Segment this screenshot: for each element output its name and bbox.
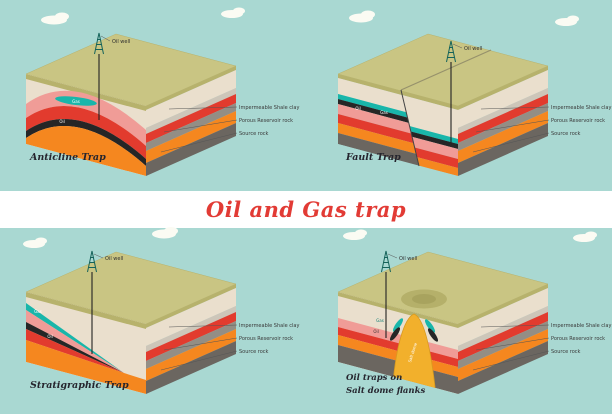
cloud-icon [349,10,579,26]
salt-dome-body [391,313,437,394]
source-layer-label: Source rock [239,349,269,355]
oil-label: Oil [355,106,360,111]
oil-well-label: Oil well [112,39,130,45]
oil-derrick-icon [381,250,391,273]
layer-leaders: Impermeable Shale clay Porous Reservoir … [160,105,299,153]
oil-derrick-icon [94,32,104,55]
panel-anticline-trap: Gas Oil Oil well Impermeable Shale clay … [4,2,304,192]
layer-leaders: Impermeable Shale clay Porous Reservoir … [160,323,299,371]
oil-well-label: Oil well [464,46,482,52]
oil-label: Oil [373,329,378,334]
panel-fault-trap: Gas Oil Oil well Impermeable Shale clay … [316,2,612,192]
gas-pinchout [26,303,124,373]
panel-salt-dome-trap: Salt dome Gas Oil Oil well Impermeable S… [316,220,612,410]
salt-dome-label: Salt dome [407,342,418,363]
title-band: Oil and Gas trap [0,191,612,228]
source-layer-label: Source rock [551,131,581,137]
panel-caption-line2: Salt dome flanks [346,386,425,396]
source-layer-label: Source rock [551,349,581,355]
gas-flank-pocket [392,318,404,332]
block-cross-section-face [338,292,458,394]
oil-derrick-icon [87,250,97,273]
gas-label: Gas [380,110,388,115]
oil-label: Oil [47,334,52,339]
layer-leaders: Impermeable Shale clay Porous Reservoir … [472,323,611,371]
fault-plane-line [400,89,420,167]
layer-leaders: Impermeable Shale clay Porous Reservoir … [472,105,611,153]
fault-diagram: Gas Oil Oil well Impermeable Shale clay … [337,10,611,176]
fault-trace-line [400,49,492,91]
oil-well-label: Oil well [105,256,123,262]
source-layer-label: Source rock [239,131,269,137]
anticline-diagram: Gas Oil Oil well Impermeable Shale clay … [25,7,299,176]
shale-layer-label: Impermeable Shale clay [239,323,299,329]
cloud-icon [41,7,245,25]
gas-pocket [55,96,97,106]
shale-layer-label: Impermeable Shale clay [239,105,299,111]
panel-caption: Fault Trap [345,152,401,163]
oil-label: Oil [59,119,64,124]
gas-label: Gas [376,318,384,323]
gas-label: Gas [34,309,42,314]
page-title: Oil and Gas trap [205,197,407,222]
shale-layer-label: Impermeable Shale clay [551,105,611,111]
panel-caption: Anticline Trap [29,152,106,163]
well-leader-line [100,35,111,42]
stratigraphic-diagram: Gas Oil Oil well Impermeable Shale clay … [23,227,299,394]
oil-well-label: Oil well [399,256,417,262]
fault-upthrown-block [338,74,419,166]
reservoir-layer-label: Porous Reservoir rock [239,118,293,124]
well-leader-line [387,253,398,259]
salt-dome-surface-mound [401,289,447,309]
salt-dome-diagram: Salt dome Gas Oil Oil well Impermeable S… [337,229,611,396]
gas-label: Gas [72,99,80,104]
reservoir-layer-label: Porous Reservoir rock [551,336,605,342]
oil-derrick-icon [446,40,456,63]
shale-layer-label: Impermeable Shale clay [551,323,611,329]
oil-flank-pocket [389,327,401,341]
reservoir-layer-label: Porous Reservoir rock [551,118,605,124]
well-leader-line [93,253,104,259]
panel-caption-line1: Oil traps on [346,373,402,383]
reservoir-layer-label: Porous Reservoir rock [239,336,293,342]
cloud-icon [23,227,178,248]
panel-caption: Stratigraphic Trap [30,380,129,391]
cloud-icon [343,229,597,242]
well-leader-line [452,43,463,49]
fault-downthrown-block [401,90,458,176]
panel-stratigraphic-trap: Gas Oil Oil well Impermeable Shale clay … [4,220,304,410]
